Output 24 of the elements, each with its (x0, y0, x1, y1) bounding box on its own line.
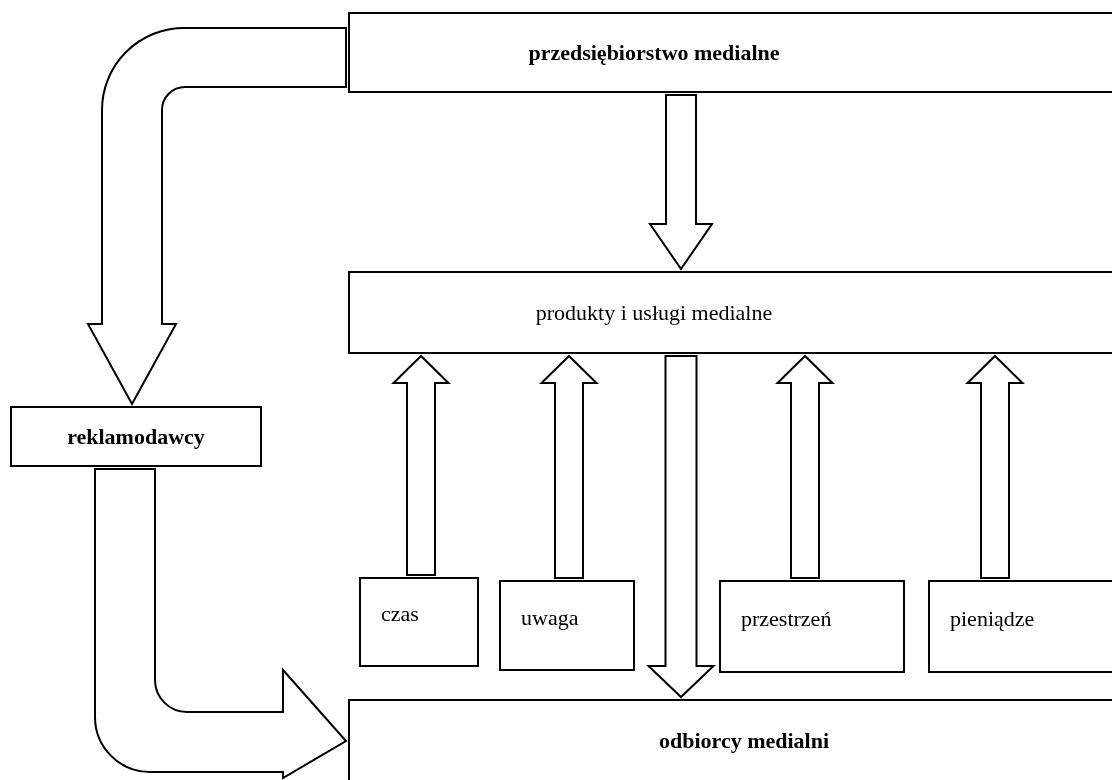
block-arrow (965, 354, 1025, 579)
box-label: uwaga (521, 604, 579, 631)
text-box (928, 580, 1112, 673)
box-label: pieniądze (950, 605, 1035, 632)
box-label: przestrzeń (741, 605, 832, 632)
box-label: czas (381, 601, 419, 627)
block-arrow (648, 94, 714, 271)
block-arrow (646, 355, 716, 699)
text-box (10, 406, 262, 467)
text-box (719, 580, 905, 673)
text-box (348, 271, 1112, 354)
block-arrow (87, 27, 347, 405)
text-box (348, 699, 1112, 780)
box-label: odbiorcy medialni (658, 728, 830, 754)
block-arrow (94, 468, 347, 779)
block-arrow (539, 354, 599, 579)
box-label: produkty i usługi medialne (535, 299, 773, 326)
text-box (359, 577, 479, 667)
text-box (348, 12, 1112, 93)
block-arrow (775, 354, 835, 579)
box-label: przedsiębiorstwo medialne (528, 39, 780, 66)
text-box (499, 580, 635, 671)
box-label: reklamodawcy (67, 423, 205, 450)
block-arrow (391, 354, 451, 576)
